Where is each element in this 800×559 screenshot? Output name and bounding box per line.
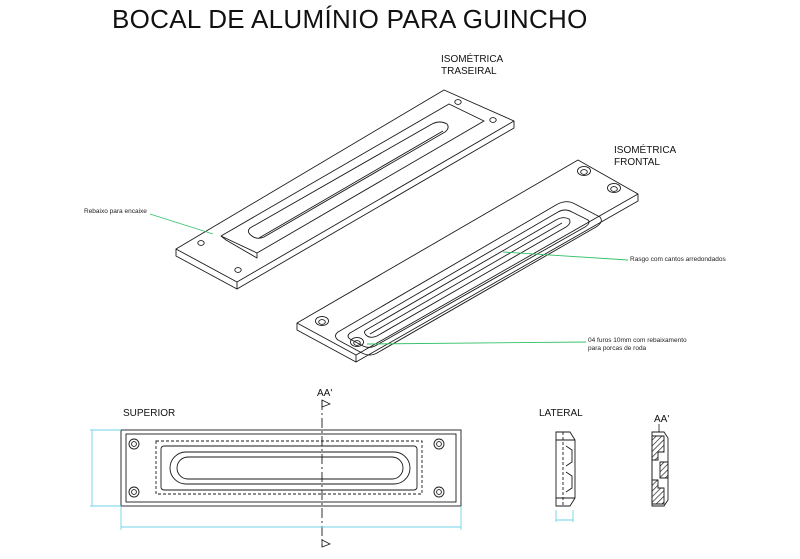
section-view [651,424,669,507]
drawing-title: BOCAL DE ALUMÍNIO PARA GUINCHO [112,4,588,34]
recess-leader [149,213,214,235]
iso-back-plate [175,89,515,290]
holes-leader [366,341,587,345]
iso-front-plate [296,159,639,363]
section-line [321,399,331,548]
iso-front-label-line2: FRONTAL [614,157,660,168]
top-view-label: SUPERIOR [123,408,176,419]
slot-callout: Rasgo com cantos arredondados [630,256,726,263]
leader-lines [149,213,629,345]
holes-callout-line2: para porcas de roda [588,345,647,352]
side-view-label: LATERAL [539,408,583,419]
top-view [120,429,462,507]
iso-front-label: ISOMÉTRICA FRONTAL [614,145,676,169]
holes-callout: 04 furos 10mm com rebaixamento para porc… [588,337,687,353]
iso-back-label: ISOMÉTRICA TRASEIRAL [441,54,503,78]
iso-front-label-line1: ISOMÉTRICA [614,145,677,156]
iso-back-label-line1: ISOMÉTRICA [441,54,504,65]
slot-leader [502,251,629,261]
lateral-view [555,431,576,507]
section-mark-label: AA' [317,388,333,399]
section-mark-side-label: AA' [654,414,670,425]
recess-callout: Rebaixo para encaixe [84,208,147,215]
iso-back-label-line2: TRASEIRAL [441,66,497,77]
dimension-lines [90,429,574,530]
holes-callout-line1: 04 furos 10mm com rebaixamento [588,337,687,344]
top-view-holes [128,438,445,498]
